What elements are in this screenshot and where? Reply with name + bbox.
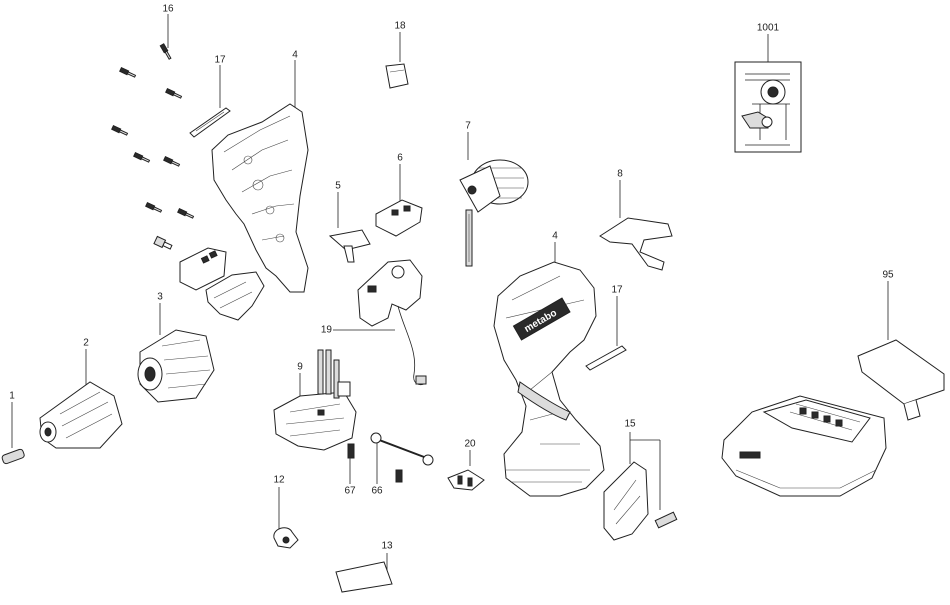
- label-4b: 4: [552, 230, 558, 242]
- screws: [111, 43, 195, 250]
- label-95: 95: [882, 269, 894, 281]
- clamp-12: [273, 527, 299, 549]
- label-2: 2: [83, 337, 89, 349]
- circuit-board-9: [273, 349, 357, 451]
- label-18: 18: [394, 20, 406, 32]
- label-strip-17b: [585, 345, 627, 371]
- wiring-diagram-card: [734, 61, 802, 153]
- label-16: 16: [162, 3, 174, 15]
- housing-left-half: [205, 103, 309, 321]
- label-3: 3: [157, 291, 163, 303]
- label-67: 67: [344, 485, 356, 497]
- housing-right-half: [493, 261, 605, 497]
- label-20: 20: [464, 438, 476, 450]
- label-1001: 1001: [756, 22, 780, 34]
- label-8: 8: [617, 168, 623, 180]
- clip-20: [447, 469, 485, 491]
- trigger-switch-19: [357, 259, 427, 386]
- label-17b: 17: [611, 284, 623, 296]
- label-9: 9: [297, 361, 303, 373]
- label-6: 6: [397, 152, 403, 164]
- label-19: 19: [320, 324, 332, 336]
- label-7: 7: [465, 120, 471, 132]
- label-12: 12: [273, 474, 285, 486]
- battery-pack: [721, 395, 887, 497]
- label-15: 15: [624, 418, 636, 430]
- label-4a: 4: [292, 49, 298, 61]
- label-5: 5: [335, 180, 341, 192]
- label-strip-17a: [189, 107, 231, 138]
- label-66: 66: [371, 485, 383, 497]
- direction-switch-6: [375, 199, 423, 237]
- battery-plate-95: [857, 339, 945, 421]
- spring-67: [347, 443, 355, 459]
- rod-66: [370, 432, 434, 483]
- label-13: 13: [381, 540, 393, 552]
- plate-18: [385, 63, 409, 89]
- gearbox-3: [137, 329, 215, 403]
- label-17a: 17: [214, 54, 226, 66]
- manual-13: [335, 561, 393, 593]
- motor-7: [459, 159, 529, 267]
- chuck-2: [39, 381, 123, 449]
- screw-1: [1, 448, 25, 465]
- light-guide-5: [328, 229, 371, 263]
- label-1: 1: [9, 390, 15, 402]
- leader-lines: [11, 14, 889, 572]
- switch-block-left: [179, 247, 227, 291]
- bracket-8: [599, 217, 673, 271]
- belt-hook-15: [603, 461, 678, 541]
